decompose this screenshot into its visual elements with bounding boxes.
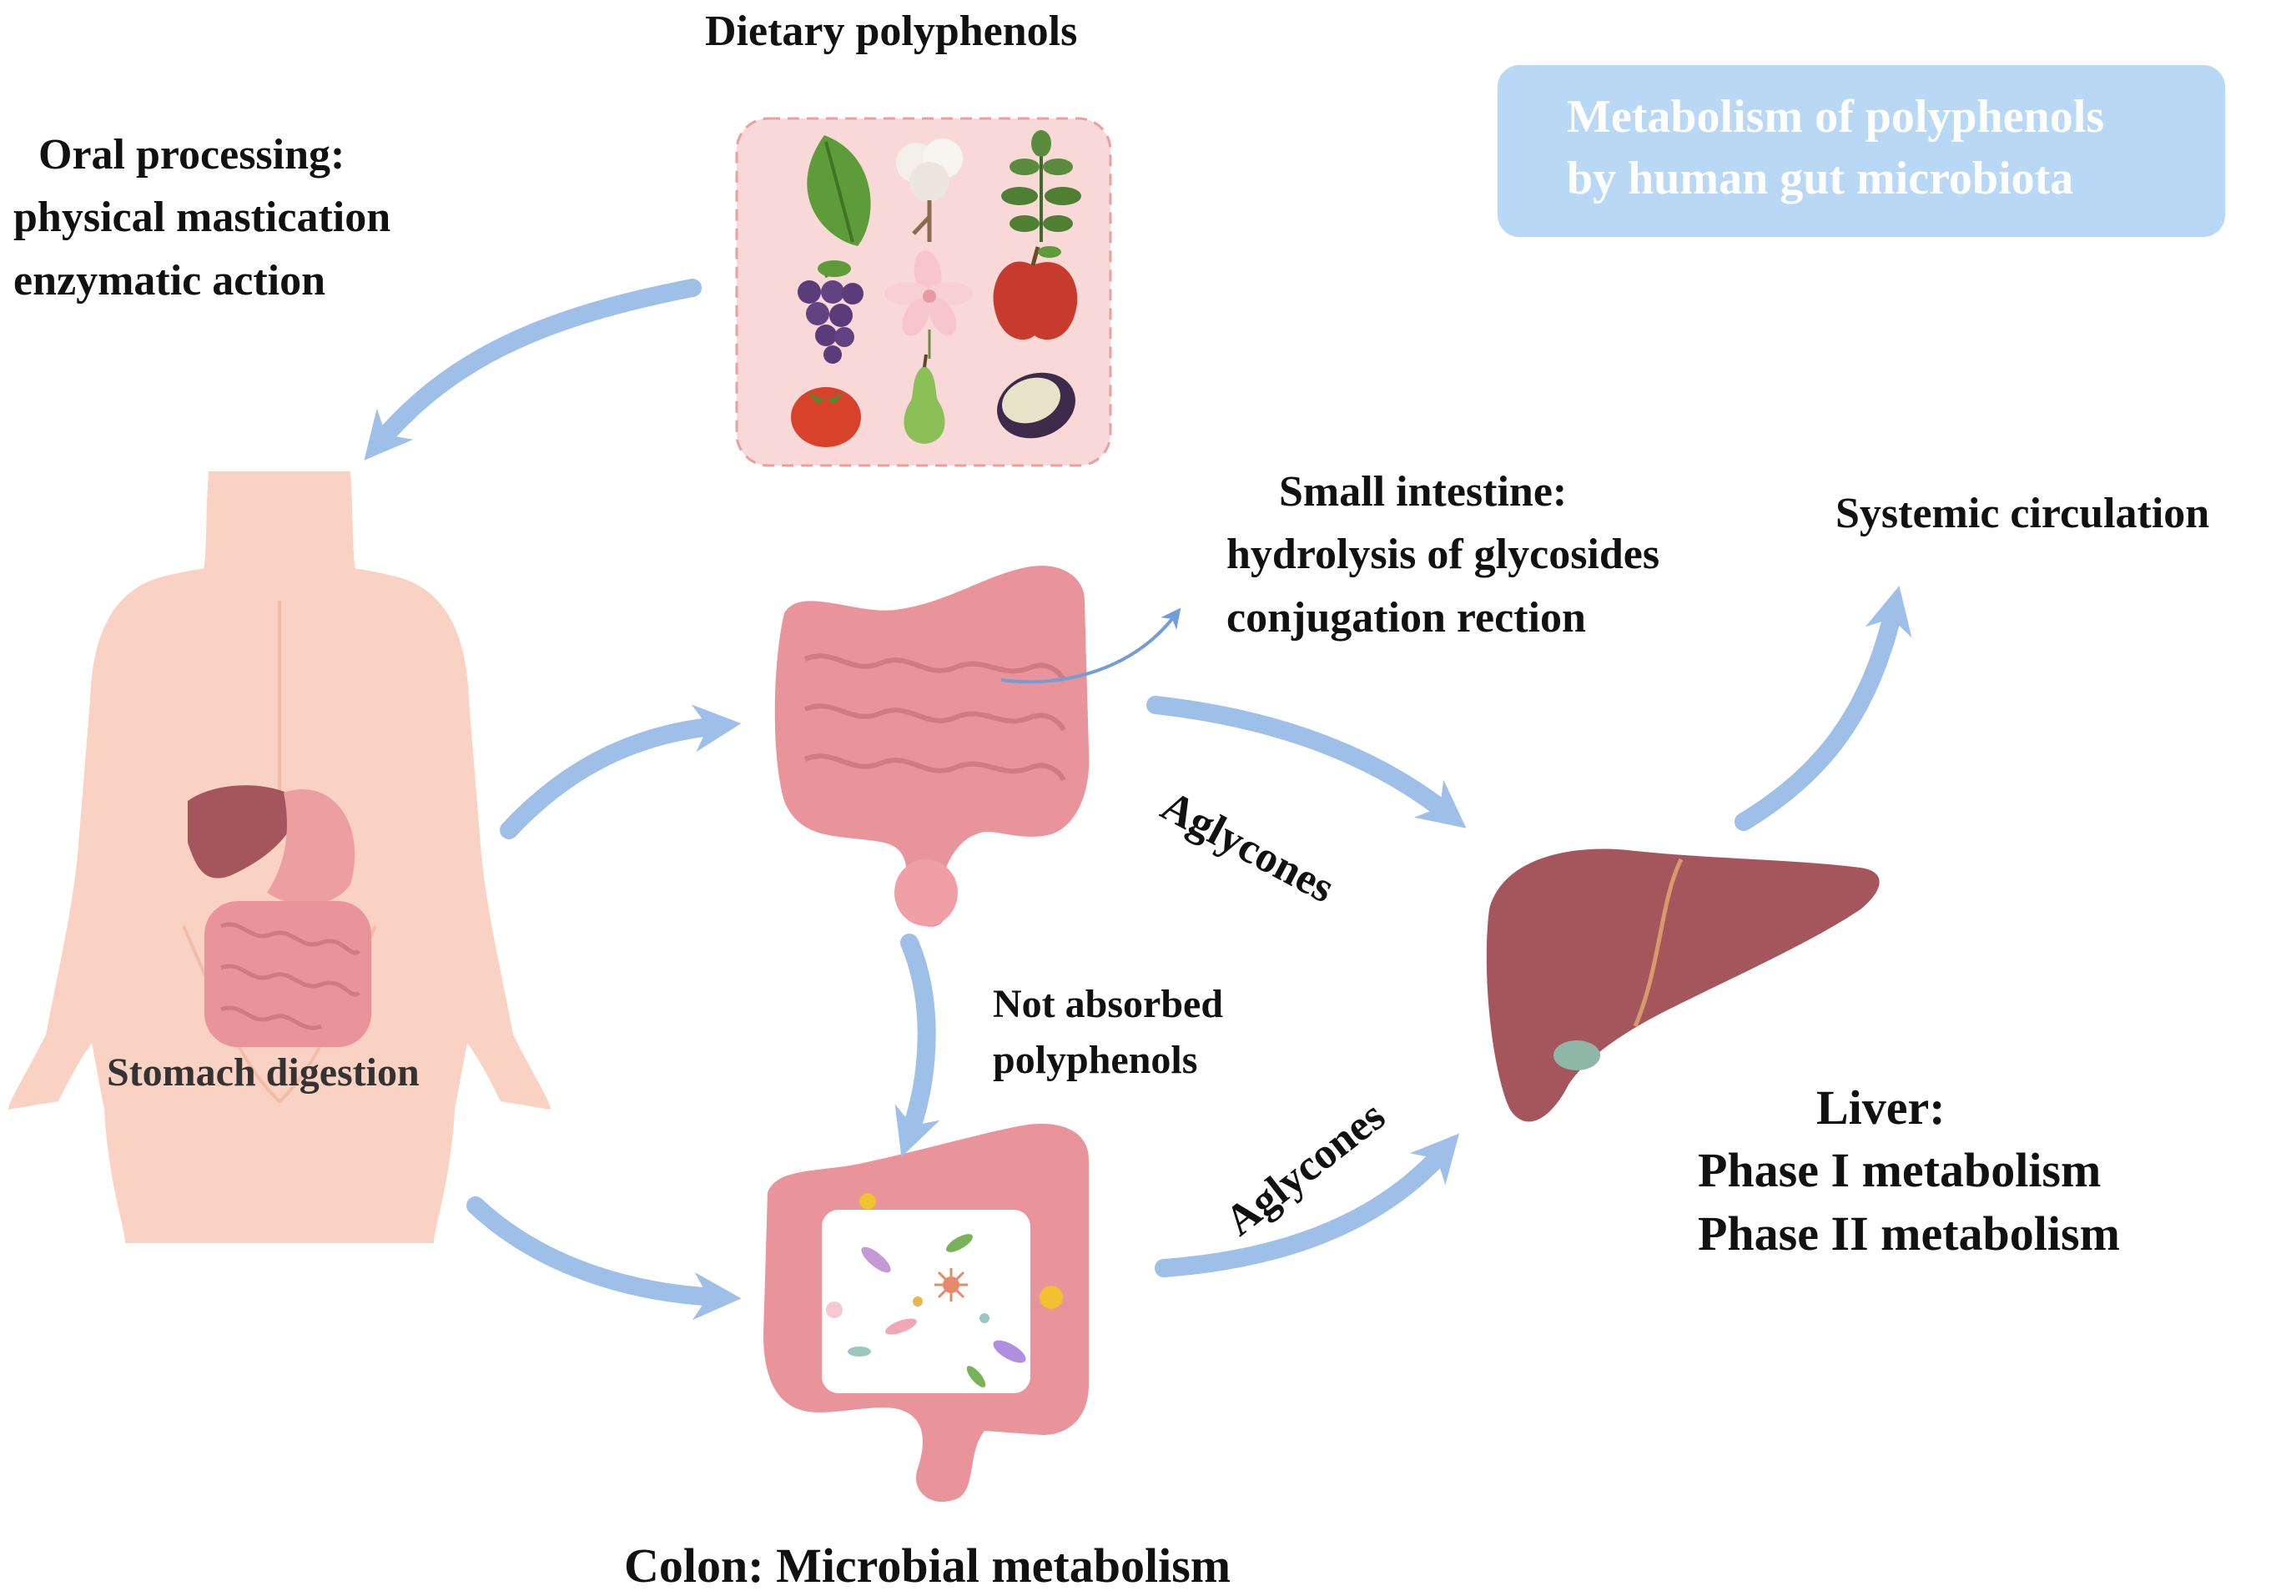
colon-label: Colon: Microbial metabolism bbox=[624, 1538, 1231, 1593]
human-body bbox=[8, 471, 551, 1243]
not-absorbed-label: Not absorbed polyphenols bbox=[993, 976, 1223, 1088]
arrow-body-to-small-intestine bbox=[500, 704, 742, 839]
title-line2: by human gut microbiota bbox=[1567, 153, 2074, 204]
arrow-liver-to-circulation bbox=[1735, 586, 1912, 831]
arrow-body-to-colon bbox=[466, 1196, 742, 1321]
small-intestine-line1: Small intestine: bbox=[1279, 468, 1568, 516]
arrow-food-to-body bbox=[364, 279, 702, 461]
liver-line2: Phase I metabolism bbox=[1698, 1143, 2102, 1198]
apple-icon bbox=[993, 246, 1078, 340]
pear-icon bbox=[904, 354, 945, 444]
small-intestine-line2: hydrolysis of glycosides bbox=[1226, 531, 1660, 579]
arrow-small-intestine-to-colon bbox=[894, 934, 940, 1157]
liver-line1: Liver: bbox=[1816, 1080, 1946, 1135]
absorption-arrow bbox=[1000, 607, 1181, 684]
oral-processing-line1: Oral processing: bbox=[38, 131, 345, 179]
arrow-small-intestine-to-liver bbox=[1146, 696, 1467, 828]
tomato-icon bbox=[791, 387, 861, 447]
small-intestine-illustration bbox=[774, 566, 1090, 927]
food-panel bbox=[735, 117, 1112, 467]
arrow-colon-to-liver bbox=[1155, 1133, 1460, 1277]
cotton-icon bbox=[896, 138, 963, 242]
title-line1: Metabolism of polyphenols bbox=[1567, 91, 2105, 143]
oral-processing-line3: enzymatic action bbox=[13, 256, 326, 305]
stomach-digestion-label: Stomach digestion bbox=[107, 1050, 420, 1095]
small-intestine-line3: conjugation rection bbox=[1226, 593, 1586, 642]
not-absorbed-line1: Not absorbed bbox=[993, 982, 1224, 1026]
herb-icon bbox=[1001, 130, 1081, 242]
grapes-icon bbox=[798, 260, 864, 364]
small-intestine-label: Small intestine: hydrolysis of glycoside… bbox=[1226, 461, 1659, 649]
liver-illustration bbox=[1486, 848, 1880, 1122]
liver-line3: Phase II metabolism bbox=[1698, 1206, 2120, 1261]
oral-processing-label: Oral processing: physical mastication en… bbox=[13, 123, 390, 312]
colon-illustration bbox=[763, 1123, 1089, 1503]
not-absorbed-line2: polyphenols bbox=[993, 1038, 1198, 1083]
systemic-circulation-label: Systemic circulation bbox=[1835, 490, 2210, 537]
title-box: Metabolism of polyphenols by human gut m… bbox=[1498, 65, 2225, 237]
oral-processing-line2: physical mastication bbox=[13, 194, 391, 242]
dietary-polyphenols-label: Dietary polyphenols bbox=[705, 8, 1078, 55]
eggplant-icon bbox=[997, 372, 1075, 439]
liver-label: Liver: Phase I metabolism Phase II metab… bbox=[1698, 1076, 2120, 1265]
flow-arrows bbox=[364, 279, 1912, 1321]
flower-icon bbox=[884, 250, 973, 359]
leaf-icon bbox=[807, 135, 871, 246]
